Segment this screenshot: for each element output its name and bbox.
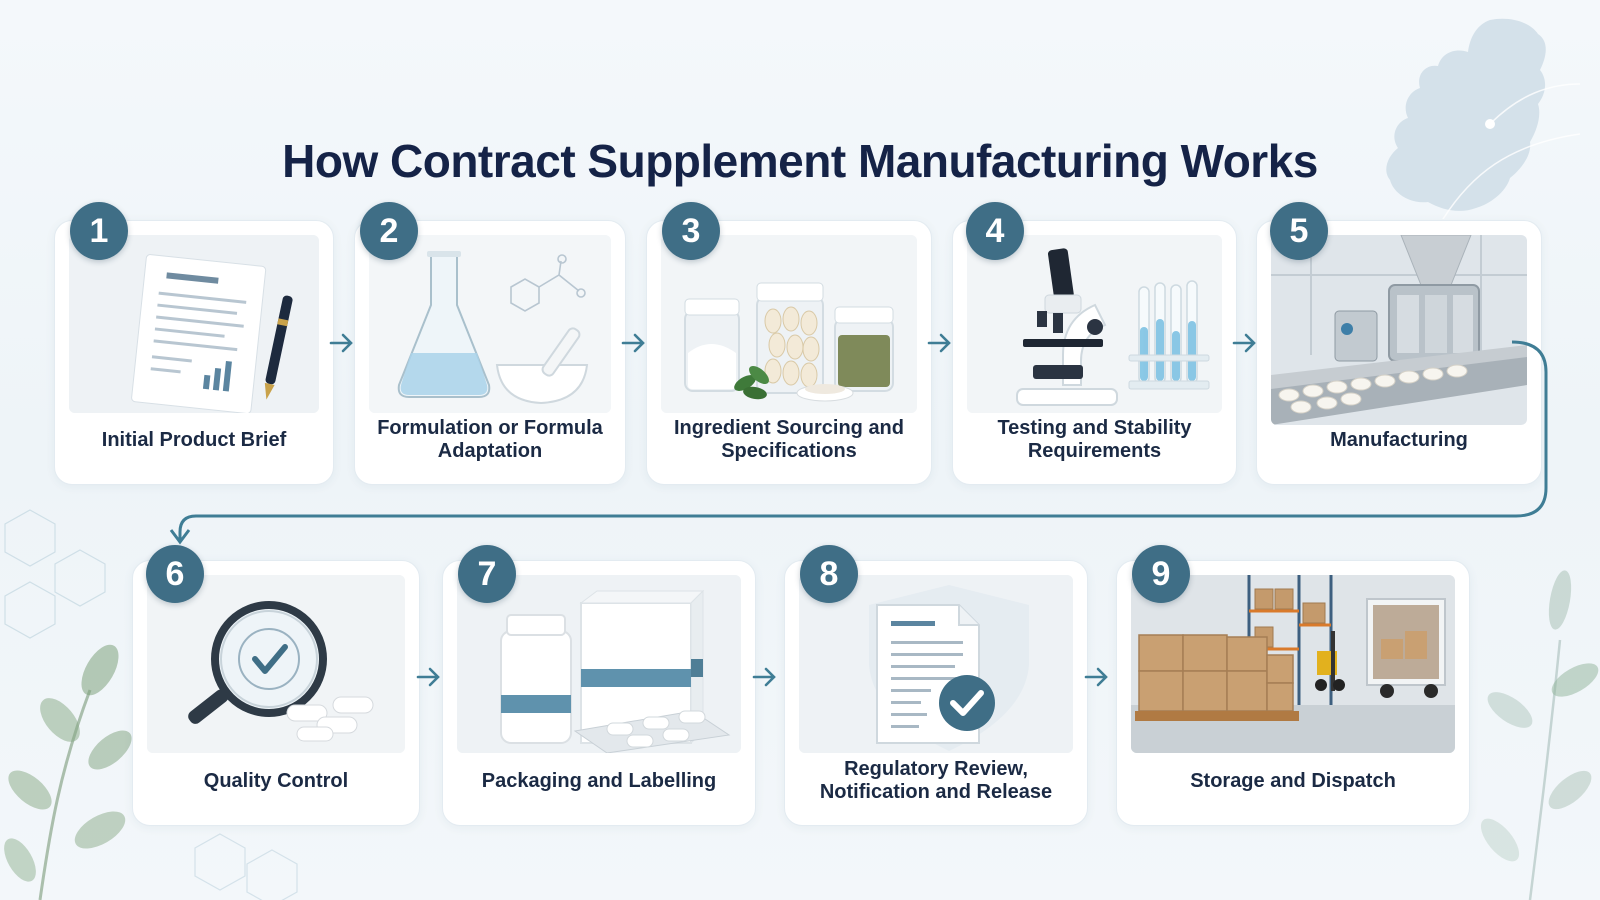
step-label: Initial Product Brief [101, 428, 287, 451]
approved-document-icon [799, 575, 1073, 753]
step-badge-6: 6 [146, 545, 204, 603]
arrow-right-icon [925, 330, 955, 356]
step-label: Testing and Stability Requirements [997, 417, 1192, 462]
step-label: Regulatory Review, Notification and Rele… [819, 758, 1053, 803]
step-badge-8: 8 [800, 545, 858, 603]
step-card-8: Regulatory Review, Notification and Rele… [784, 560, 1088, 826]
step-label: Storage and Dispatch [1190, 769, 1396, 792]
step-card-9: Storage and Dispatch [1116, 560, 1470, 826]
step-badge-3: 3 [662, 202, 720, 260]
step-badge-9: 9 [1132, 545, 1190, 603]
arrow-right-icon [1082, 664, 1112, 690]
step-card-7: Packaging and Labelling [442, 560, 756, 826]
document-pen-icon [69, 235, 319, 413]
step-badge-4: 4 [966, 202, 1024, 260]
arrow-right-icon [619, 330, 649, 356]
step-label: Formulation or Formula Adaptation [377, 417, 603, 462]
step-badge-2: 2 [360, 202, 418, 260]
ingredient-jars-icon [661, 235, 917, 413]
step-card-6: Quality Control [132, 560, 420, 826]
page-title: How Contract Supplement Manufacturing Wo… [282, 134, 1318, 187]
hexagon-pattern-decoration-bottom [194, 833, 298, 900]
leaves-decoration-left [4, 644, 132, 900]
step-card-2: Formulation or Formula Adaptation [354, 220, 626, 485]
magnifier-check-icon [147, 575, 405, 753]
production-line-icon [1271, 235, 1527, 425]
step-badge-7: 7 [458, 545, 516, 603]
warehouse-truck-icon [1131, 575, 1455, 753]
ireland-map-decoration [1386, 18, 1580, 219]
step-label: Manufacturing [1330, 428, 1468, 451]
arrow-right-icon [327, 330, 357, 356]
step-label: Ingredient Sourcing and Specifications [673, 417, 904, 462]
leaves-decoration-right [1480, 570, 1599, 900]
arrow-right-icon [414, 664, 444, 690]
step-label: Packaging and Labelling [481, 769, 717, 792]
arrow-right-icon [750, 664, 780, 690]
arrow-right-icon [1230, 330, 1260, 356]
step-badge-5: 5 [1270, 202, 1328, 260]
step-badge-1: 1 [70, 202, 128, 260]
step-label: Quality Control [203, 769, 349, 792]
flask-mortar-icon [369, 235, 611, 413]
hexagon-pattern-decoration [4, 509, 106, 639]
bottle-box-icon [457, 575, 741, 753]
microscope-icon [967, 235, 1222, 413]
